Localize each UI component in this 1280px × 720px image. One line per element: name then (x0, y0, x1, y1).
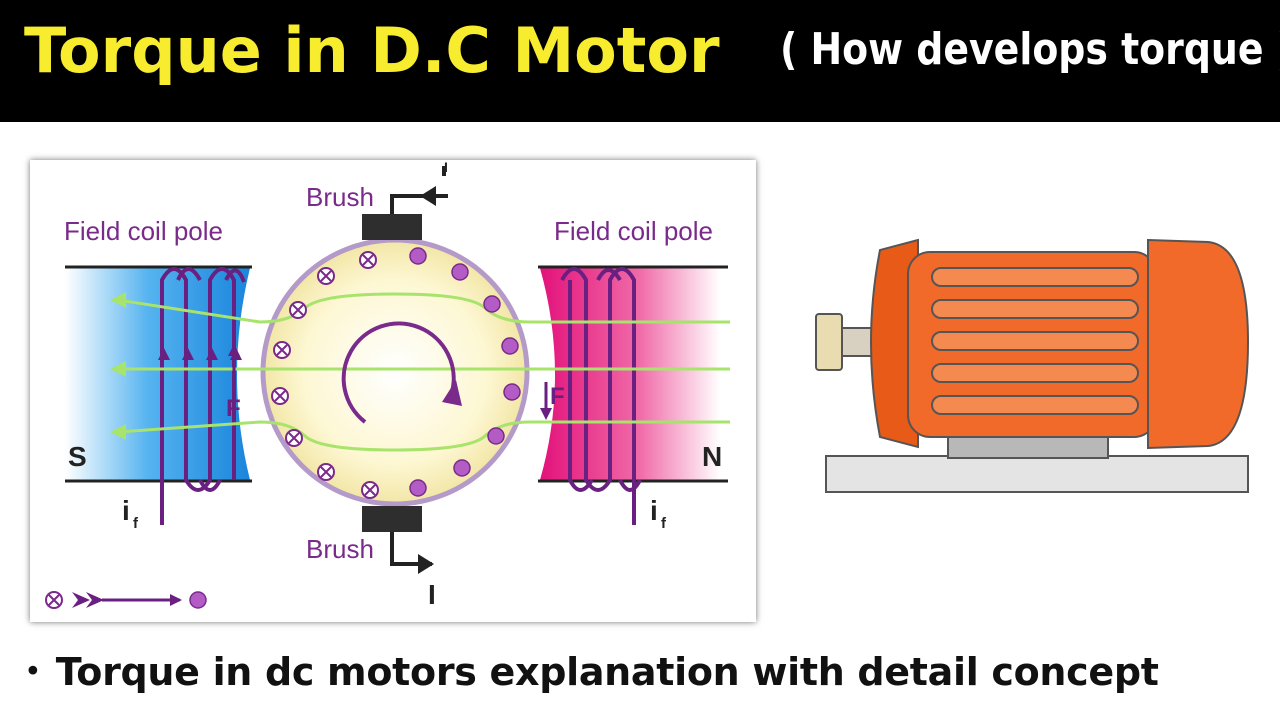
south-pole-label: S (68, 441, 87, 472)
rotation-arrow (341, 321, 456, 424)
diagram-canvas: Brush Brush Field coil pole Field coil p… (45, 160, 730, 610)
conductors-out-of-page (409, 247, 521, 497)
motor-base (825, 455, 1249, 493)
current-direction-legend (45, 591, 207, 609)
dc-motor-illustration (815, 238, 1250, 493)
cooling-fins (931, 267, 1139, 415)
force-right-label: F (550, 383, 565, 410)
force-left-label: F (226, 395, 241, 422)
north-pole-label: N (702, 441, 722, 472)
armature-rotor (260, 237, 530, 507)
field-current-left-subscript: f (133, 515, 139, 532)
field-coil-right-label: Field coil pole (554, 216, 713, 246)
dc-motor-diagram: Brush Brush Field coil pole Field coil p… (30, 160, 756, 622)
south-pole-face (65, 268, 250, 480)
right-field-coil (560, 267, 642, 525)
shaft-coupling (815, 313, 843, 371)
north-pole-face (540, 268, 720, 480)
bullet-point: • Torque in dc motors explanation with de… (24, 650, 1159, 694)
field-current-right-label: i (650, 495, 658, 526)
brush-top-label: Brush (306, 182, 374, 212)
bullet-marker: • (24, 654, 42, 690)
page-subtitle: ( How develops torque ) (780, 24, 1280, 75)
brush-bottom (362, 506, 422, 532)
current-bottom-label: I (428, 579, 436, 610)
front-end-cap (870, 238, 919, 449)
header-bar: Torque in D.C Motor ( How develops torqu… (0, 0, 1280, 122)
conductors-into-page (271, 251, 379, 499)
rear-end-cap (1147, 238, 1250, 450)
field-current-left-label: i (122, 495, 130, 526)
bullet-text: Torque in dc motors explanation with det… (55, 650, 1159, 694)
brush-bottom-label: Brush (306, 534, 374, 564)
field-current-right-subscript: f (661, 515, 667, 532)
page-title: Torque in D.C Motor (24, 14, 720, 87)
brush-top (362, 214, 422, 240)
left-field-coil (160, 267, 246, 525)
field-coil-left-label: Field coil pole (64, 216, 223, 246)
current-top-label: I (444, 160, 448, 175)
